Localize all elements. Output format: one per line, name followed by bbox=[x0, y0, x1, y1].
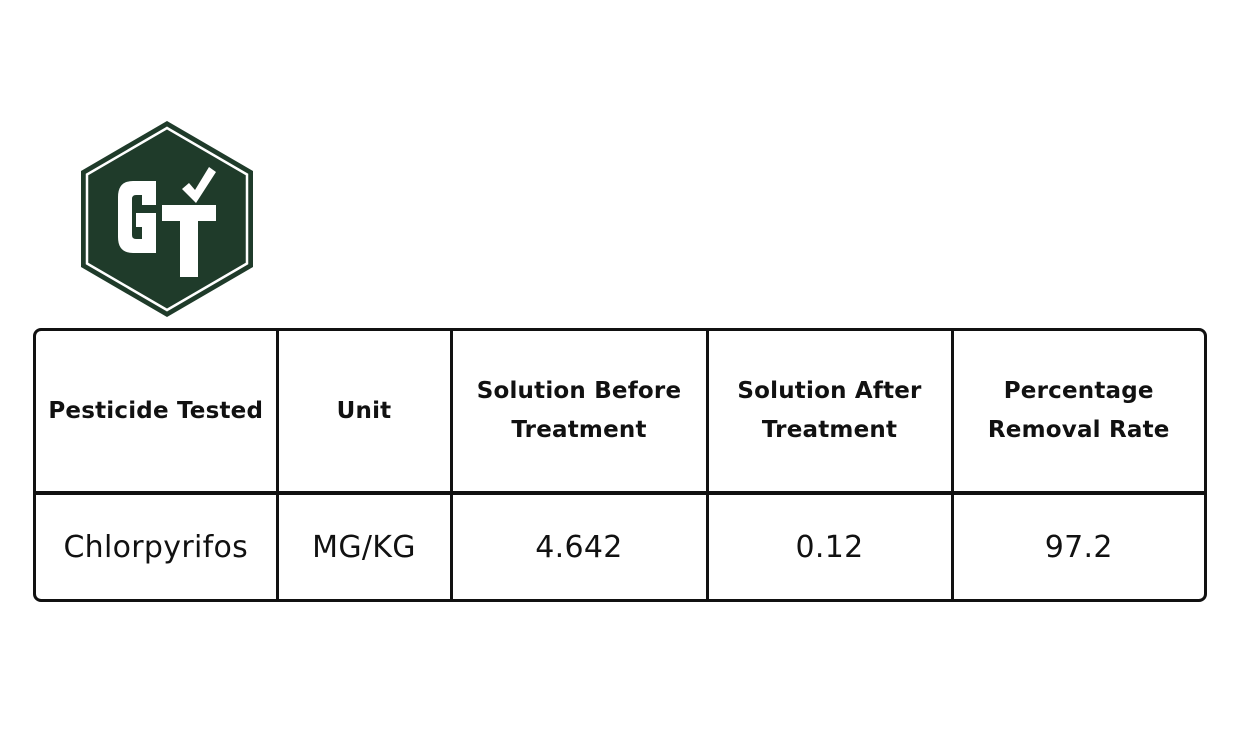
table-header-row: Pesticide Tested Unit Solution Before Tr… bbox=[36, 331, 1204, 495]
brand-logo bbox=[78, 119, 256, 319]
header-solution-after-line2: Treatment bbox=[761, 417, 898, 443]
cell-unit: MG/KG bbox=[275, 493, 451, 599]
header-solution-before: Solution Before Treatment bbox=[449, 331, 707, 495]
header-removal-rate-line2: Removal Rate bbox=[987, 417, 1170, 443]
header-unit-label: Unit bbox=[336, 397, 392, 424]
header-removal-rate: Percentage Removal Rate bbox=[950, 331, 1204, 495]
header-solution-before-line2: Treatment bbox=[511, 417, 647, 443]
header-pesticide-tested: Pesticide Tested bbox=[36, 331, 277, 495]
header-solution-after-line1: Solution After bbox=[737, 378, 922, 404]
cell-solution-after: 0.12 bbox=[705, 493, 952, 599]
header-solution-before-line1: Solution Before bbox=[476, 378, 682, 404]
cell-solution-before: 4.642 bbox=[449, 493, 707, 599]
header-removal-rate-line1: Percentage bbox=[1003, 378, 1154, 404]
cell-pesticide: Chlorpyrifos bbox=[63, 529, 249, 565]
cell-removal-rate: 97.2 bbox=[950, 493, 1204, 599]
table-row: Chlorpyrifos MG/KG 4.642 0.12 97.2 bbox=[36, 493, 1204, 599]
header-pesticide-tested-label: Pesticide Tested bbox=[48, 397, 264, 424]
pesticide-results-table: Pesticide Tested Unit Solution Before Tr… bbox=[33, 328, 1207, 602]
header-solution-after: Solution After Treatment bbox=[705, 331, 952, 495]
header-unit: Unit bbox=[275, 331, 451, 495]
